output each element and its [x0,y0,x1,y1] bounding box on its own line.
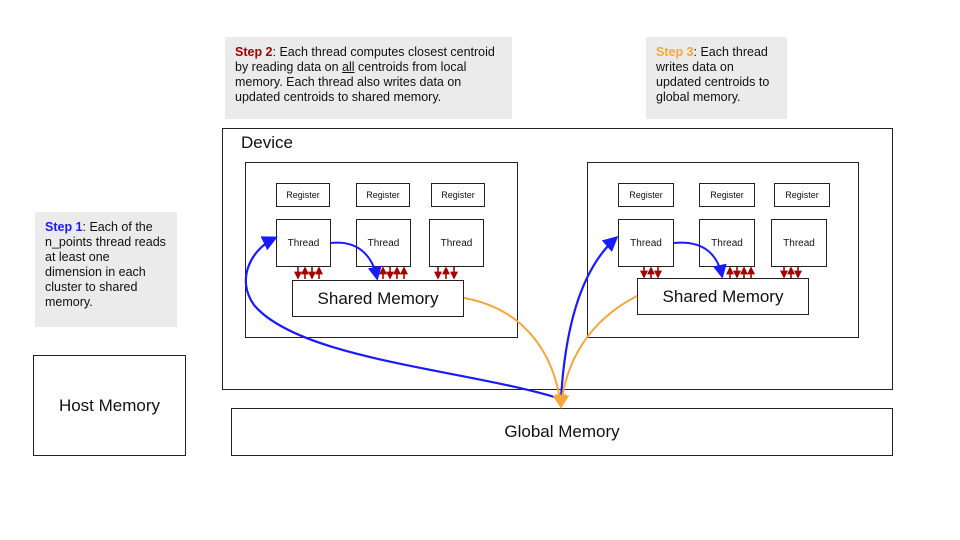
device-title: Device [241,133,293,152]
thread-2-1: Thread [618,219,674,267]
step1-text: : Each of the n_points thread reads at l… [45,220,166,309]
thread-1-1: Thread [276,219,331,267]
shared-memory-1: Shared Memory [292,280,464,317]
step1-note: Step 1: Each of the n_points thread read… [35,212,177,327]
step2-note: Step 2: Each thread computes closest cen… [225,37,512,119]
step2-underline: all [342,60,355,74]
step3-label: Step 3 [656,45,694,59]
step2-text-a: : Each thread computes closest centroid … [235,45,495,74]
step1-label: Step 1 [45,220,83,234]
register-1-1: Register [276,183,330,207]
thread-1-2: Thread [356,219,411,267]
register-2-1: Register [618,183,674,207]
register-2-3: Register [774,183,830,207]
thread-2-3: Thread [771,219,827,267]
global-memory: Global Memory [231,408,893,456]
step2-label: Step 2 [235,45,273,59]
thread-1-3: Thread [429,219,484,267]
register-1-3: Register [431,183,485,207]
step3-note: Step 3: Each thread writes data on updat… [646,37,787,119]
register-1-2: Register [356,183,410,207]
step2-text-b: centroids from local memory. Each thread… [235,60,467,104]
step3-text: : Each thread writes data on updated cen… [656,45,770,104]
thread-2-2: Thread [699,219,755,267]
register-2-2: Register [699,183,755,207]
shared-memory-2: Shared Memory [637,278,809,315]
host-memory: Host Memory [33,355,186,456]
